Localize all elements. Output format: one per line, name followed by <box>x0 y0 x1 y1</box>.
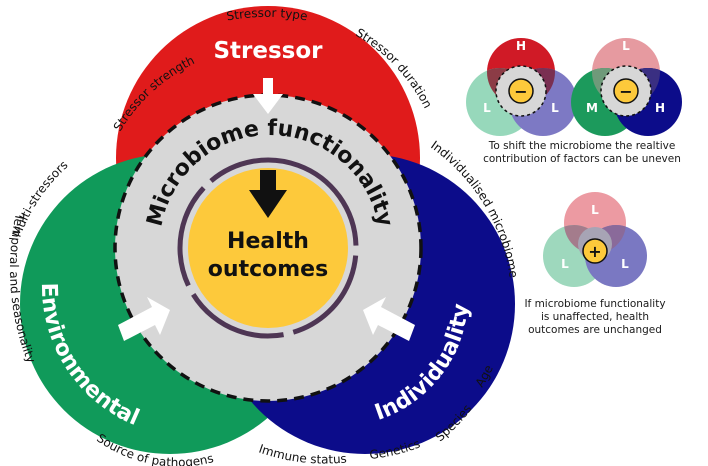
unchanged-caption-line1: If microbiome functionality <box>524 298 666 310</box>
mini2-sign: − <box>619 82 632 101</box>
health-core <box>188 168 348 328</box>
mini2-top-label: L <box>622 39 630 53</box>
uneven-caption: To shift the microbiome the realtive con… <box>466 140 698 166</box>
mini2-left-label: M <box>586 101 598 115</box>
factor-stressor-type: Stressor type <box>225 6 308 24</box>
uneven-caption-line2: contribution of factors can be uneven <box>483 153 681 165</box>
mini-venn-unchanged: L L L + <box>543 192 647 287</box>
health-outcomes-line2: outcomes <box>208 257 328 282</box>
mini-venn-uneven-2: L M H − <box>571 38 682 136</box>
unchanged-caption-line2: is unaffected, health <box>540 311 650 323</box>
stressor-arrow <box>253 78 283 114</box>
individuality-arrow <box>363 297 415 341</box>
unchanged-caption: If microbiome functionality is unaffecte… <box>500 298 690 337</box>
mini3-right-label: L <box>621 257 629 271</box>
environmental-arrow <box>118 297 170 341</box>
health-outcomes-line1: Health <box>227 229 309 254</box>
microbiome-to-health-arrow <box>249 170 287 218</box>
mini-venn-uneven-1: H L L − <box>466 38 577 136</box>
stressor-label: Stressor <box>213 38 323 64</box>
mini1-left-label: L <box>483 101 491 115</box>
mini3-left-label: L <box>561 257 569 271</box>
mini2-right-label: H <box>655 101 665 115</box>
mini3-sign: + <box>588 242 601 261</box>
mini1-right-label: L <box>551 101 559 115</box>
mini3-top-label: L <box>591 203 599 217</box>
mini1-top-label: H <box>516 39 526 53</box>
unchanged-caption-line3: outcomes are unchanged <box>528 324 662 336</box>
mini1-sign: − <box>514 82 527 101</box>
health-core-ring <box>177 157 359 339</box>
uneven-caption-line1: To shift the microbiome the realtive <box>488 140 676 152</box>
